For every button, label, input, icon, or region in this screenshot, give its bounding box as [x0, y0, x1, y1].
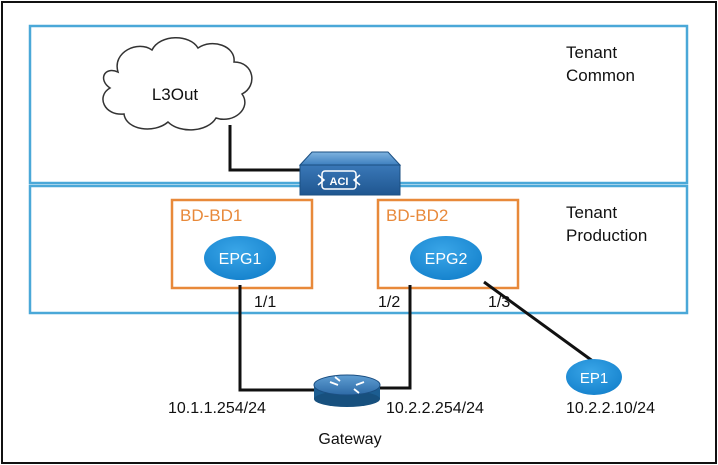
epg1-node: [204, 236, 276, 280]
l3out-link: [228, 125, 300, 172]
tenant-production-label-line1: Tenant: [566, 203, 617, 222]
l3out-label: L3Out: [152, 85, 199, 104]
aci-switch-label: ACI: [330, 176, 349, 188]
port-1-2-label: 1/2: [378, 294, 400, 311]
router-icon: [313, 374, 381, 407]
epg1-label: EPG1: [219, 251, 262, 268]
ep1-label: EP1: [580, 370, 608, 387]
bd2-box: [376, 198, 520, 290]
gateway-left-ip: 10.1.1.254/24: [168, 400, 266, 417]
bd2-label: BD-BD2: [386, 206, 448, 225]
link-port-1-1: [238, 285, 318, 392]
tenant-production-label-line2: Production: [566, 226, 647, 245]
tenant-common-label-line2: Common: [566, 66, 635, 85]
gateway-right-ip: 10.2.2.254/24: [386, 400, 484, 417]
bd1-label: BD-BD1: [180, 206, 242, 225]
gateway-label: Gateway: [318, 431, 381, 448]
epg2-node: [410, 236, 482, 280]
epg2-label: EPG2: [425, 251, 468, 268]
link-port-1-3: [483, 280, 595, 364]
aci-switch-icon: [298, 151, 402, 196]
tenant-common-label-line1: Tenant: [566, 43, 617, 62]
port-1-3-label: 1/3: [488, 294, 510, 311]
ep1-node: [566, 359, 622, 395]
ep1-ip: 10.2.2.10/24: [566, 400, 655, 417]
cloud-icon: [102, 37, 253, 131]
link-port-1-2: [376, 285, 412, 390]
port-1-1-label: 1/1: [254, 294, 276, 311]
bd1-box: [170, 198, 314, 290]
